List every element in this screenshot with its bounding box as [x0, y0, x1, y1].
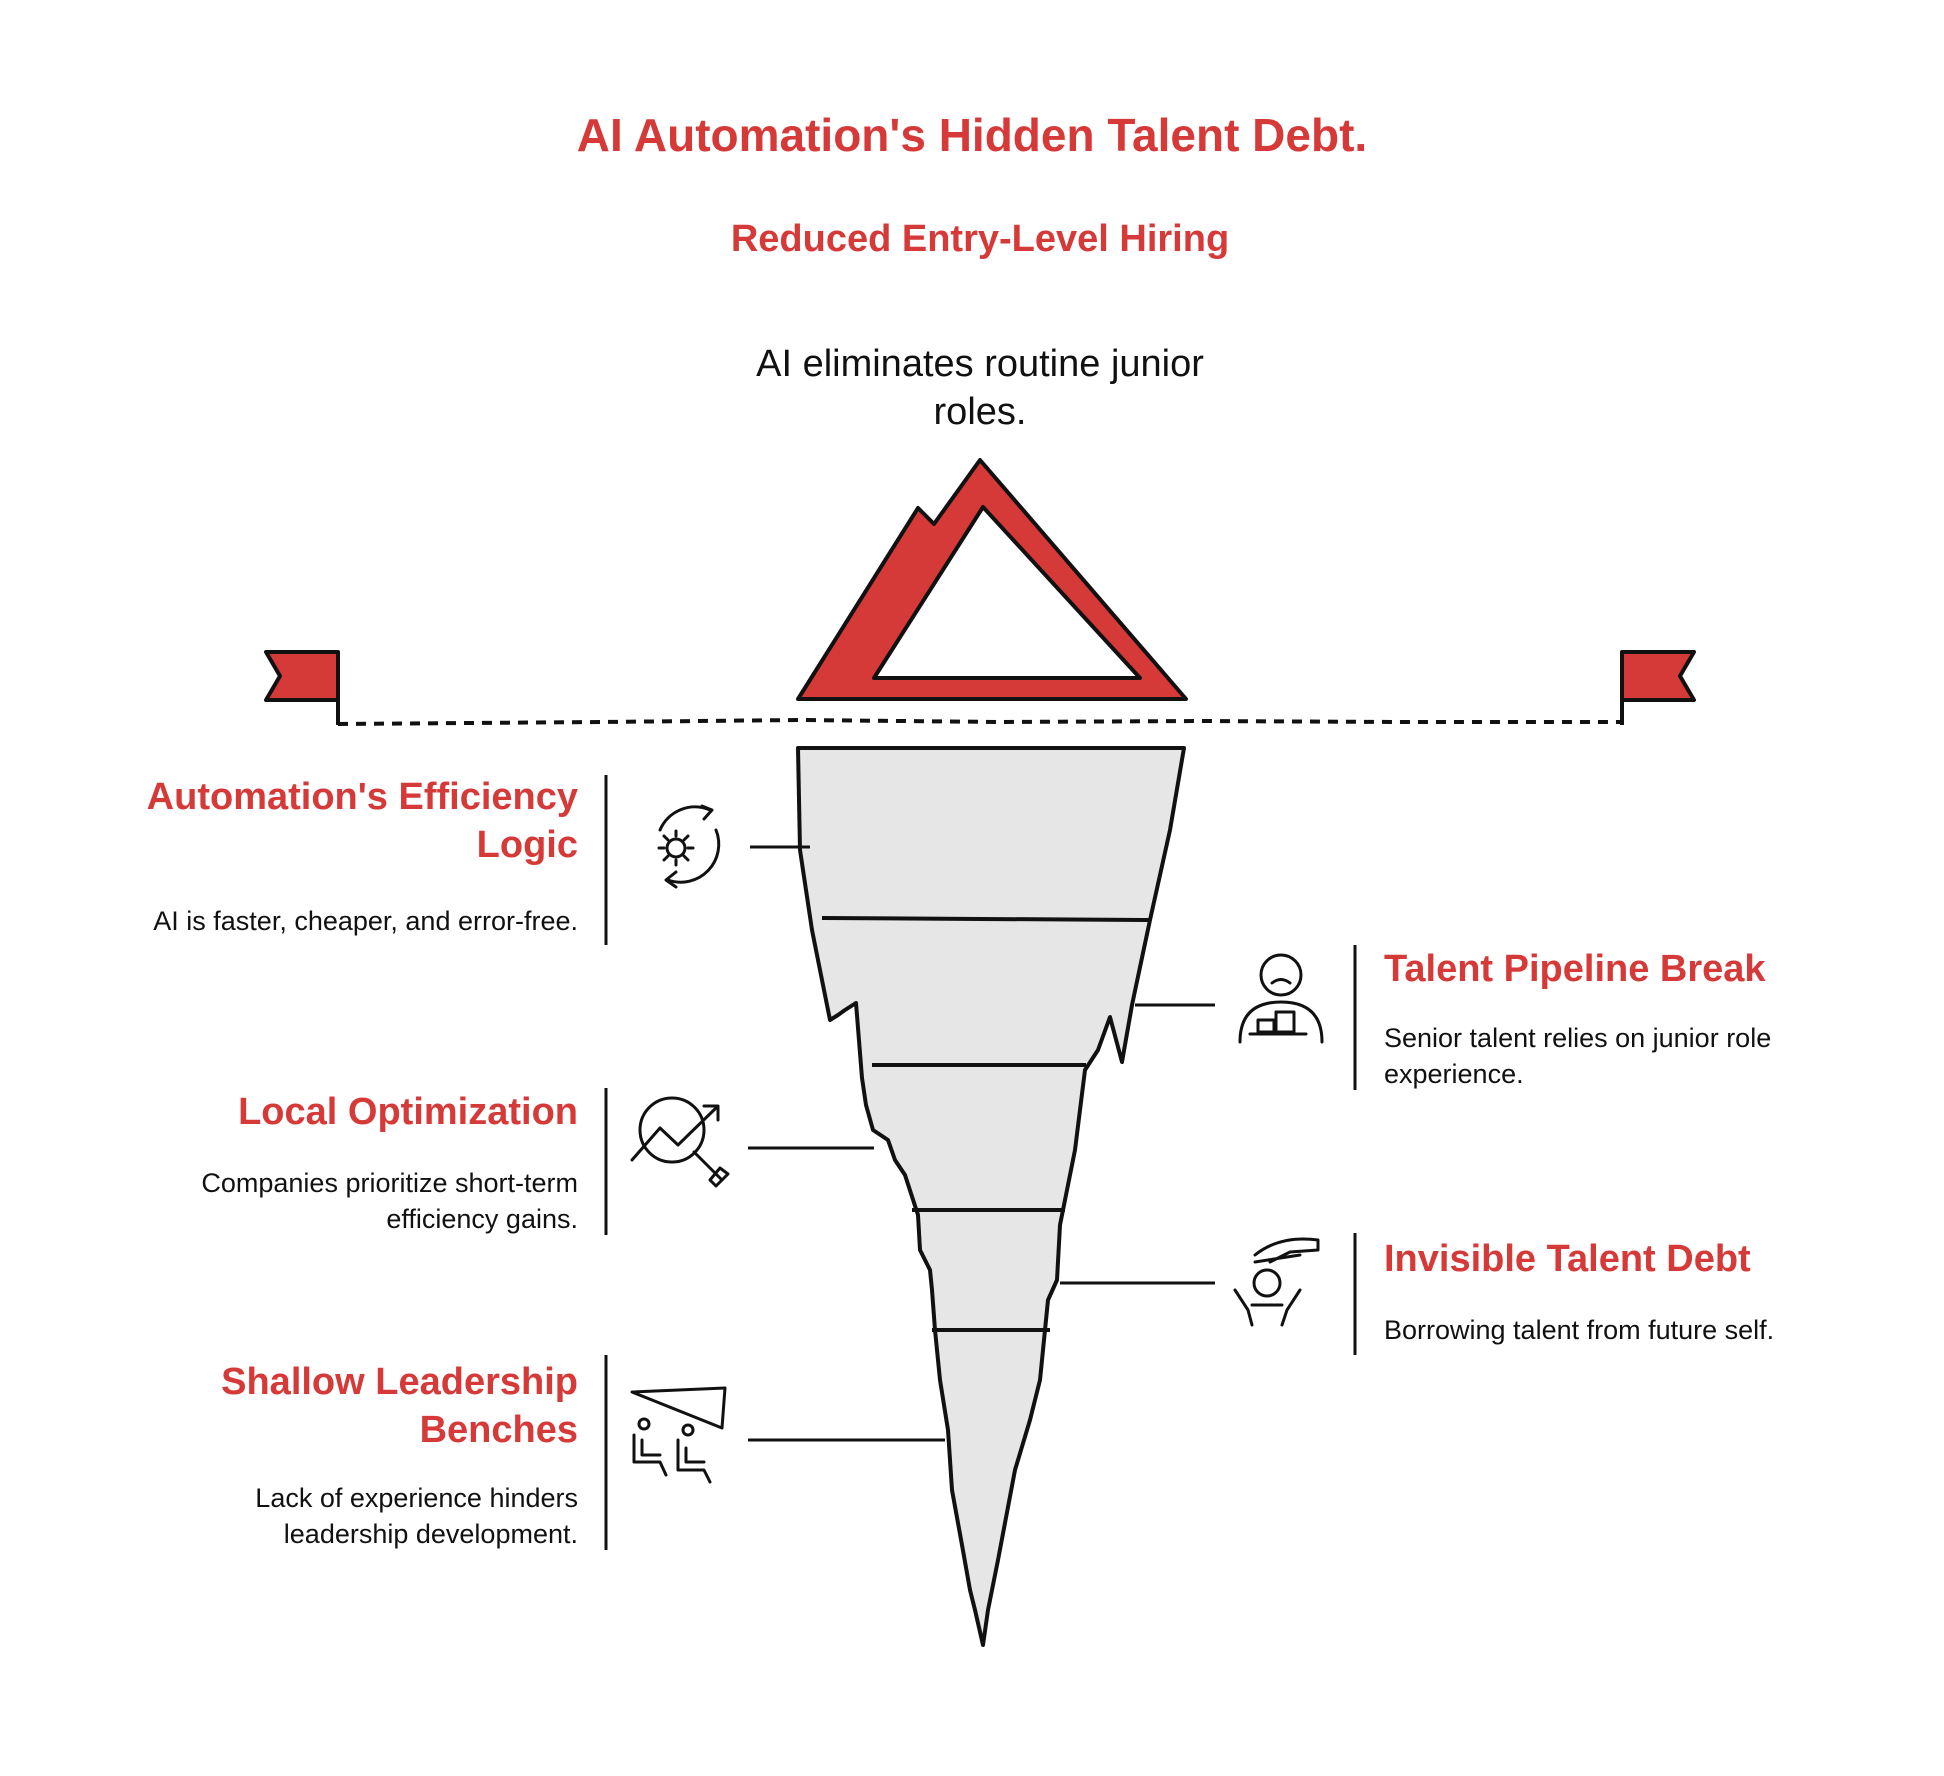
gear-cycle-icon — [659, 806, 719, 887]
right-item-heading: Talent Pipeline Break — [1384, 945, 1904, 993]
hand-person-icon — [1235, 1239, 1318, 1325]
trend-magnifier-icon — [632, 1098, 728, 1186]
right-flag — [1622, 652, 1694, 725]
top-heading: Reduced Entry-Level Hiring — [720, 215, 1240, 263]
bench-people-icon — [632, 1388, 725, 1482]
iceberg-tip — [798, 460, 1186, 699]
left-item-heading: Shallow Leadership Benches — [160, 1358, 578, 1454]
right-item-description: Senior talent relies on junior role expe… — [1384, 1020, 1824, 1092]
page-title: AI Automation's Hidden Talent Debt. — [0, 108, 1944, 162]
right-item-description: Borrowing talent from future self. — [1384, 1312, 1904, 1348]
right-item-heading: Invisible Talent Debt — [1384, 1235, 1904, 1283]
iceberg-base — [798, 748, 1184, 1645]
left-item-description: Lack of experience hinders leadership de… — [180, 1480, 578, 1552]
left-item-description: AI is faster, cheaper, and error-free. — [80, 903, 578, 939]
left-item-heading: Local Optimization — [100, 1088, 578, 1136]
left-item-description: Companies prioritize short-term efficien… — [140, 1165, 578, 1237]
left-item-heading: Automation's Efficiency Logic — [100, 773, 578, 869]
waterline — [338, 720, 1622, 724]
top-description: AI eliminates routine junior roles. — [720, 340, 1240, 436]
left-flag — [266, 652, 338, 725]
worker-desk-icon — [1240, 955, 1322, 1042]
